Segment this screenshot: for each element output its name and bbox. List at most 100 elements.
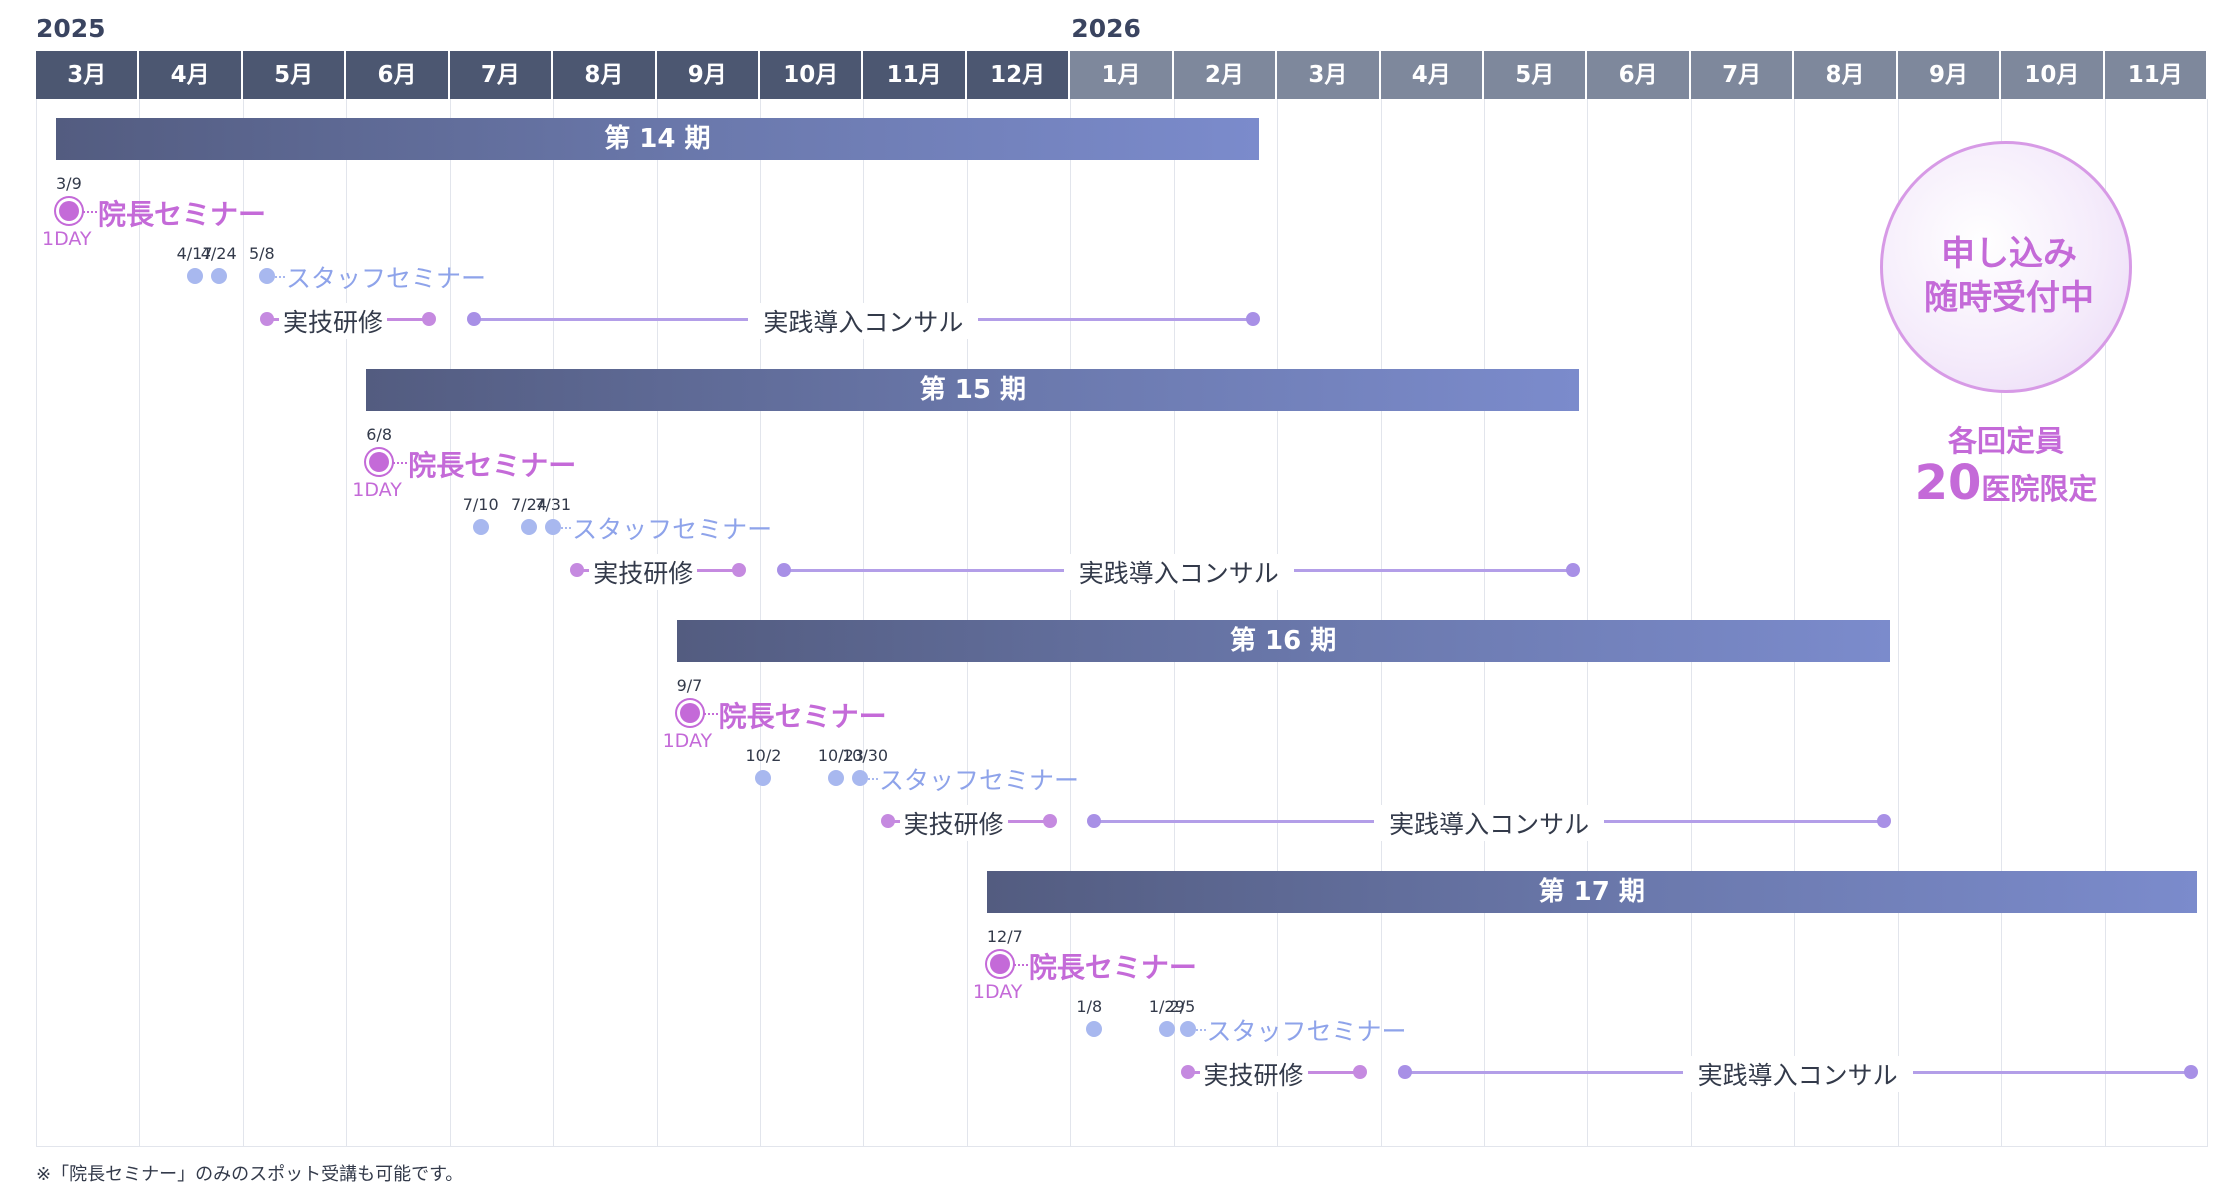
- grid-line: [346, 99, 348, 1146]
- grid-line: [656, 99, 658, 1146]
- staff-seminar-dot: [258, 268, 275, 284]
- grid-line: [2104, 99, 2106, 1146]
- capacity-label: 各回定員: [1947, 424, 2064, 458]
- staff-seminar-dot: [755, 770, 772, 786]
- staff-seminar-date: 1/8: [1076, 997, 1103, 1016]
- month-header-cell: 3月: [36, 51, 140, 99]
- director-seminar-note: 1DAY: [662, 730, 713, 752]
- consulting-start-dot: [1397, 1065, 1412, 1079]
- staff-seminar-date: 10/23: [817, 746, 864, 765]
- staff-seminar-dot: [1086, 1021, 1103, 1037]
- director-seminar-note: 1DAY: [42, 228, 92, 250]
- staff-seminar-connector: [561, 527, 572, 529]
- staff-seminar-dot: [210, 268, 227, 284]
- staff-seminar-date: 2/5: [1169, 997, 1196, 1016]
- phase-bar: 第 16 期: [676, 620, 1890, 662]
- director-seminar-connector: [1013, 964, 1028, 966]
- staff-seminar-date: 1/29: [1148, 997, 1185, 1016]
- year-label: 2025: [36, 14, 106, 43]
- month-header-cell: 6月: [346, 51, 450, 99]
- footnote: ※「院長セミナー」のみのスポット受講も可能です。: [36, 1164, 464, 1185]
- consulting-label: 実践導入コンサル: [1374, 805, 1605, 841]
- staff-seminar-date: 4/24: [200, 244, 237, 263]
- staff-seminar-dot: [521, 519, 538, 535]
- month-header-cell: 7月: [1690, 51, 1795, 99]
- consulting-end-dot: [2183, 1065, 2198, 1079]
- year-label: 2026: [1071, 14, 1141, 43]
- training-end-dot: [1042, 814, 1057, 828]
- director-seminar-date: 3/9: [56, 174, 82, 193]
- consulting-label: 実践導入コンサル: [748, 303, 979, 339]
- director-seminar-dot: [59, 201, 79, 221]
- month-header-cell: 4月: [1380, 51, 1484, 99]
- staff-seminar-date: 10/30: [841, 746, 889, 765]
- consulting-start-dot: [466, 312, 481, 326]
- staff-seminar-label: スタッフセミナー: [1206, 1017, 1407, 1046]
- staff-seminar-label: スタッフセミナー: [285, 264, 486, 293]
- consulting-label: 実践導入コンサル: [1063, 554, 1294, 590]
- grid-line: [2001, 99, 2003, 1146]
- director-seminar-label: 院長セミナー: [1028, 951, 1197, 984]
- month-header-cell: 10月: [760, 51, 864, 99]
- staff-seminar-dot: [1158, 1021, 1175, 1037]
- grid-bottom-border: [36, 1146, 2208, 1147]
- consulting-start-dot: [777, 563, 792, 577]
- phase-bar: 第 17 期: [986, 871, 2197, 913]
- staff-seminar-dot: [1179, 1021, 1196, 1037]
- director-seminar-dot: [989, 954, 1010, 974]
- grid-line: [2207, 99, 2209, 1146]
- staff-seminar-label: スタッフセミナー: [572, 515, 773, 544]
- consulting-end-dot: [1566, 563, 1581, 577]
- consulting-end-dot: [1876, 814, 1891, 828]
- consulting-start-dot: [1087, 814, 1102, 828]
- staff-seminar-dot: [186, 268, 203, 284]
- staff-seminar-dot: [545, 519, 562, 535]
- consulting-end-dot: [1245, 312, 1260, 326]
- training-end-dot: [422, 312, 437, 326]
- month-header-cell: 5月: [242, 51, 347, 99]
- staff-seminar-date: 7/10: [462, 495, 499, 514]
- director-seminar-date: 9/7: [676, 676, 703, 695]
- director-seminar-dot: [369, 452, 390, 472]
- month-header-cell: 11月: [2104, 51, 2209, 99]
- month-header-cell: 4月: [139, 51, 243, 99]
- staff-seminar-dot: [827, 770, 844, 786]
- month-header-cell: 2月: [1173, 51, 1278, 99]
- grid-line: [1897, 99, 1899, 1146]
- director-seminar-connector: [393, 462, 408, 464]
- staff-seminar-date: 7/24: [511, 495, 547, 514]
- staff-seminar-dot: [472, 519, 489, 535]
- director-seminar-label: 院長セミナー: [408, 449, 577, 482]
- capacity-limit: 20医院限定: [1880, 455, 2132, 511]
- training-label: 実技研修: [278, 303, 387, 339]
- staff-seminar-date: 7/31: [535, 495, 572, 514]
- apply-badge: 申し込み 随時受付中: [1880, 141, 2132, 393]
- director-seminar-connector: [83, 211, 97, 213]
- director-seminar-dot: [679, 703, 700, 723]
- phase-bar: 第 15 期: [366, 369, 1580, 411]
- staff-seminar-connector: [274, 276, 285, 278]
- month-header-cell: 1月: [1070, 51, 1174, 99]
- director-seminar-note: 1DAY: [972, 981, 1023, 1003]
- capacity-suffix: 医院限定: [1981, 472, 2098, 506]
- staff-seminar-date: 4/17: [176, 244, 213, 263]
- training-label: 実技研修: [589, 554, 698, 590]
- month-header-cell: 5月: [1484, 51, 1588, 99]
- month-header-cell: 6月: [1587, 51, 1691, 99]
- staff-seminar-label: スタッフセミナー: [878, 766, 1079, 795]
- grid-line: [139, 99, 141, 1146]
- director-seminar-label: 院長セミナー: [718, 700, 887, 733]
- month-header-cell: 9月: [1897, 51, 2002, 99]
- month-header-cell: 7月: [449, 51, 554, 99]
- director-seminar-date: 12/7: [986, 927, 1023, 946]
- month-header-cell: 12月: [966, 51, 1071, 99]
- month-header-cell: 8月: [1794, 51, 1898, 99]
- month-header-cell: 8月: [553, 51, 657, 99]
- training-end-dot: [732, 563, 747, 577]
- training-start-dot: [259, 312, 274, 326]
- phase-bar: 第 14 期: [56, 118, 1259, 160]
- director-seminar-label: 院長セミナー: [98, 198, 267, 231]
- director-seminar-connector: [703, 713, 718, 715]
- grid-line: [449, 99, 451, 1146]
- capacity-number: 20: [1914, 455, 1982, 511]
